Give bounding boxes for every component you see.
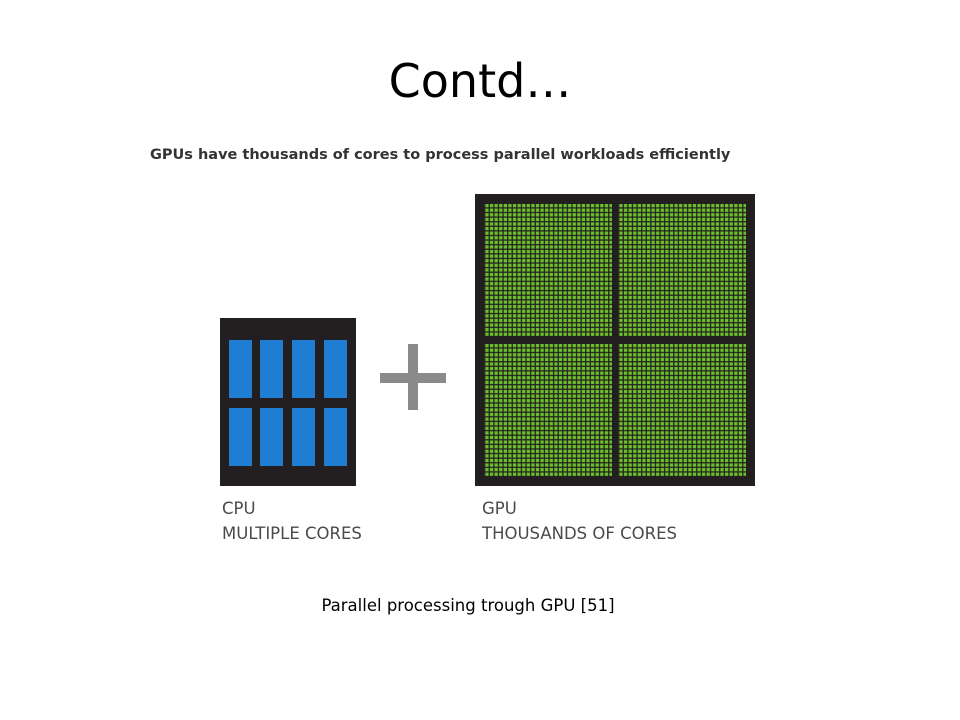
gpu-label-line1: GPU	[482, 499, 517, 518]
cpu-label: CPU MULTIPLE CORES	[222, 498, 362, 544]
cpu-core	[260, 340, 283, 398]
plus-icon	[380, 344, 446, 410]
gpu-label-line2: THOUSANDS OF CORES	[482, 524, 677, 543]
cpu-core	[260, 408, 283, 466]
gpu-core-block	[484, 344, 612, 476]
gpu-core-block	[618, 344, 746, 476]
figure-caption: Parallel processing trough GPU [51]	[321, 596, 615, 615]
gpu-core-block	[618, 204, 746, 336]
cpu-chip	[220, 318, 356, 486]
cpu-core	[229, 340, 252, 398]
cpu-core	[324, 408, 347, 466]
cpu-label-line1: CPU	[222, 499, 256, 518]
figure-heading: GPUs have thousands of cores to process …	[150, 147, 731, 163]
plus-vertical-bar	[408, 344, 418, 410]
cpu-label-line2: MULTIPLE CORES	[222, 524, 362, 543]
cpu-core	[229, 408, 252, 466]
cpu-core	[292, 340, 315, 398]
slide-title: Contd…	[388, 54, 572, 108]
gpu-label: GPU THOUSANDS OF CORES	[482, 498, 677, 544]
gpu-chip	[475, 194, 755, 486]
gpu-core-block	[484, 204, 612, 336]
cpu-core	[292, 408, 315, 466]
cpu-core	[324, 340, 347, 398]
